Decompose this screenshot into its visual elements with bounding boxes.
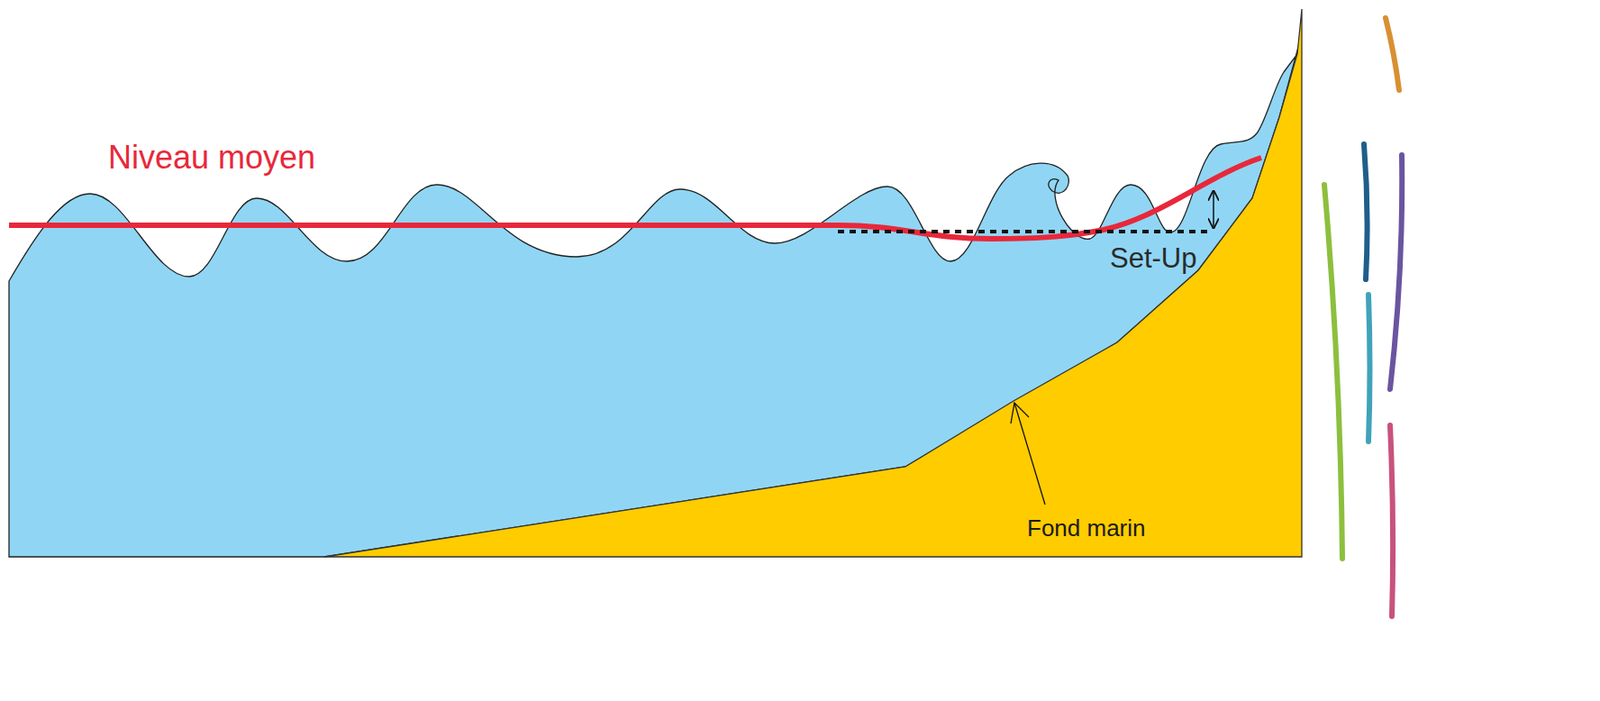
reference-level bbox=[837, 229, 1208, 234]
seabed-label: Fond marin bbox=[1027, 515, 1146, 542]
mean-level-label: Niveau moyen bbox=[108, 139, 316, 176]
leader-head bbox=[1010, 402, 1029, 424]
setup-label: Set-Up bbox=[1109, 243, 1197, 274]
setup-arrow bbox=[1212, 190, 1215, 228]
leader-line bbox=[1014, 402, 1046, 505]
seabed bbox=[324, 9, 1302, 557]
decorative-arcs bbox=[1324, 18, 1402, 617]
